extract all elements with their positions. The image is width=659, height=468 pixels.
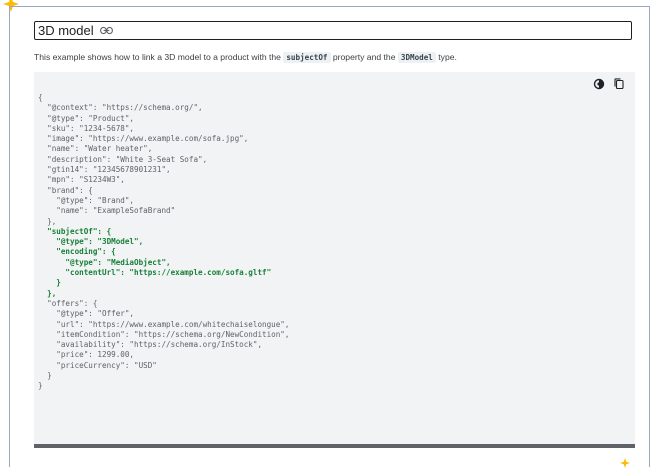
code-line: "name": "ExampleSofaBrand": [38, 206, 176, 216]
inline-code-subjectof: subjectOf: [283, 52, 331, 63]
code-block: { "@context": "https://schema.org/", "@t…: [34, 72, 635, 448]
code-line: "description": "White 3-Seat Sofa",: [38, 154, 208, 164]
code-line: "brand": {: [38, 185, 93, 195]
code-line: "priceCurrency": "USD": [38, 360, 157, 370]
intro-text-2: property and the: [330, 52, 398, 62]
code-line: },: [38, 216, 57, 226]
intro-text-3: type.: [435, 52, 457, 62]
code-line: "mpn": "S1234W3",: [38, 175, 125, 185]
code-line: },: [38, 288, 57, 298]
section-title: 3D model: [38, 23, 94, 38]
code-line: }: [38, 381, 43, 391]
intro-text-1: This example shows how to link a 3D mode…: [34, 52, 284, 62]
code-line: "@type": "MediaObject",: [38, 257, 171, 267]
code-line: "name": "Water heater",: [38, 144, 153, 154]
section-heading: 3D model: [34, 21, 632, 40]
code-line: "availability": "https://schema.org/InSt…: [38, 340, 263, 350]
code-line: "subjectOf": {: [38, 226, 112, 236]
code-line: "encoding": {: [38, 247, 116, 257]
code-line: "price": 1299.00,: [38, 350, 135, 360]
code-line: "@type": "3DModel",: [38, 237, 144, 247]
code-line: }: [38, 278, 61, 288]
code-line: "itemCondition": "https://schema.org/New…: [38, 329, 290, 339]
code-line: "contentUrl": "https://example.com/sofa.…: [38, 268, 272, 278]
code-line: "@type": "Product",: [38, 113, 135, 123]
code-line: "image": "https://www.example.com/sofa.j…: [38, 134, 249, 144]
code-line: "sku": "1234-5678",: [38, 123, 135, 133]
code-line: "@type": "Offer",: [38, 309, 135, 319]
code-line: {: [38, 93, 43, 102]
code-line: "offers": {: [38, 298, 98, 308]
sparkle-icon: [620, 458, 630, 468]
code-line: "@context": "https://schema.org/",: [38, 103, 203, 113]
code-line: "url": "https://www.example.com/whitecha…: [38, 319, 290, 329]
dark-mode-icon[interactable]: [593, 78, 605, 90]
code-line: "@type": "Brand",: [38, 195, 135, 205]
inline-code-3dmodel: 3DModel: [397, 52, 436, 63]
code-line: "gtin14": "12345678901231",: [38, 165, 171, 175]
content-frame: [9, 6, 650, 467]
code-line: }: [38, 371, 52, 381]
code-content: { "@context": "https://schema.org/", "@t…: [38, 93, 289, 392]
link-icon[interactable]: [99, 26, 113, 35]
code-toolbar: [593, 78, 625, 90]
section-intro: This example shows how to link a 3D mode…: [34, 50, 634, 65]
copy-icon[interactable]: [613, 78, 625, 90]
